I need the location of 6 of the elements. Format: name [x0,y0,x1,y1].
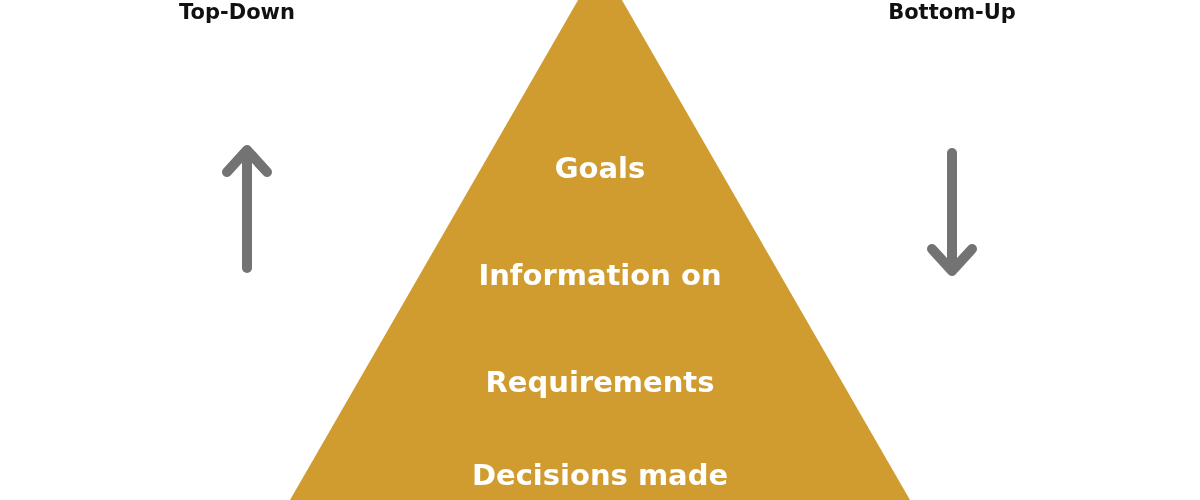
direction-label: Top-Down [179,0,295,24]
pyramid-level-label: Decisions made [470,457,730,493]
pyramid-level-label: Information on [477,257,723,293]
direction-label: Bottom-Up [888,0,1016,24]
pyramid-level-label: Goals [553,150,647,186]
pyramid-level-label: Requirements [484,364,716,400]
